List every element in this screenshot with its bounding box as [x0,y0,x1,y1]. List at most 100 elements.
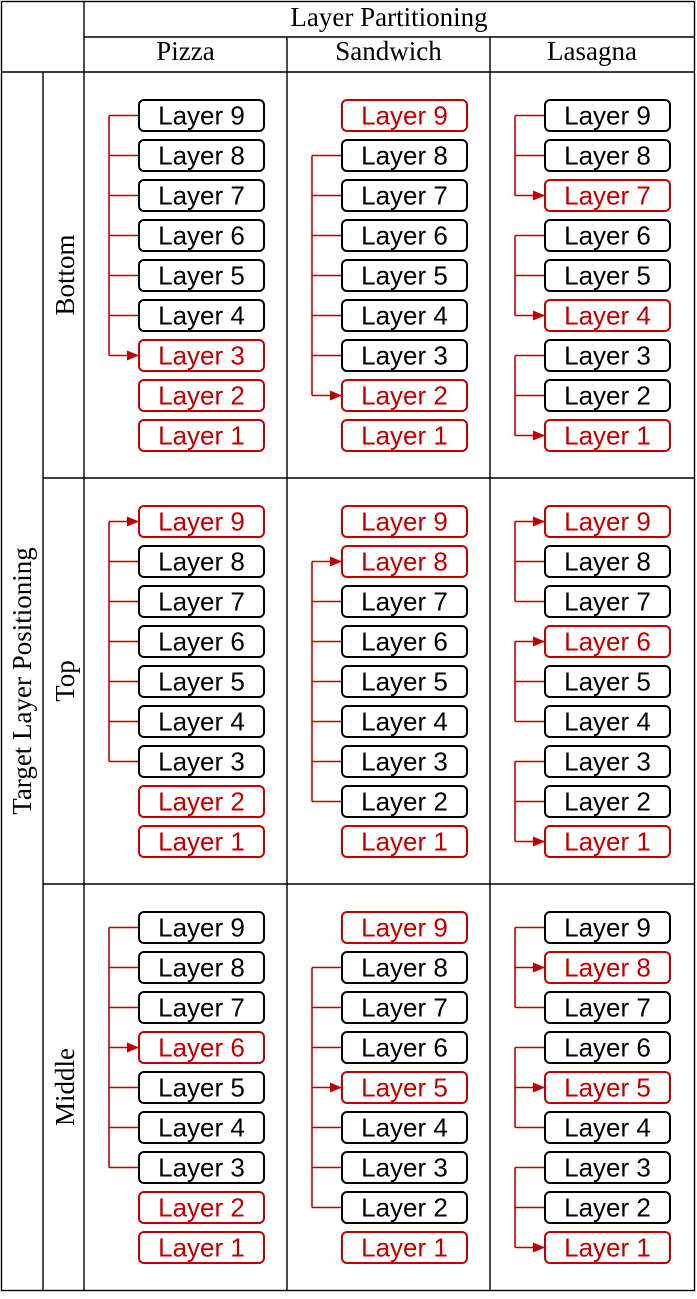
layer-box-outline [341,705,468,738]
layer-box: Layer 5 [138,1071,265,1104]
layer-box-outline [341,545,468,578]
layer-label: Layer 8 [361,141,448,171]
layer-box: Layer 8 [341,951,468,984]
layer-box: Layer 3 [341,745,468,778]
layer-label: Layer 8 [361,953,448,983]
layer-box-outline [544,1031,671,1064]
column-header-lasagna: Lasagna [547,36,637,66]
layer-box-outline [138,379,265,412]
layer-label: Layer 1 [158,421,245,451]
layer-box: Layer 9 [138,99,265,132]
layer-label: Layer 1 [158,1233,245,1263]
layer-box-outline [341,1031,468,1064]
layer-label: Layer 4 [158,707,245,737]
layer-box-outline [341,585,468,618]
layer-box-outline [138,1231,265,1264]
layer-label: Layer 7 [158,181,245,211]
layer-box-outline [341,379,468,412]
layer-label: Layer 7 [361,993,448,1023]
layer-box-outline [341,951,468,984]
layer-box-outline [138,259,265,292]
layer-box: Layer 3 [138,745,265,778]
layer-label: Layer 9 [158,101,245,131]
layer-label: Layer 9 [564,507,651,537]
layer-box-outline [341,99,468,132]
layer-label: Layer 8 [564,953,651,983]
target-layer-box: Layer 8 [341,545,468,578]
target-layer-box: Layer 2 [138,1191,265,1224]
layer-box-outline [544,665,671,698]
layer-box: Layer 4 [138,299,265,332]
layer-label: Layer 2 [361,787,448,817]
layer-box-outline [544,505,671,538]
layer-box: Layer 6 [138,625,265,658]
target-layer-box: Layer 1 [341,1231,468,1264]
layer-box: Layer 8 [544,545,671,578]
layer-box-outline [138,1151,265,1184]
layer-label: Layer 5 [158,261,245,291]
layer-label: Layer 3 [158,341,245,371]
layer-label: Layer 3 [361,341,448,371]
layer-label: Layer 3 [361,1153,448,1183]
layer-box-outline [544,625,671,658]
layer-box-outline [544,299,671,332]
layer-label: Layer 4 [158,1113,245,1143]
layer-label: Layer 2 [361,381,448,411]
layer-label: Layer 2 [564,381,651,411]
layer-box-outline [138,139,265,172]
layer-label: Layer 2 [158,787,245,817]
connector-group [514,926,545,1009]
row-group-title: Target Layer Positioning [7,547,37,815]
layer-box-outline [341,179,468,212]
connector-group [514,234,545,321]
diagram-cells: Layer 9 Layer 8 Layer 7 Layer 6 Layer 5 Layer… [108,99,671,1264]
target-layer-box: Layer 6 [138,1031,265,1064]
layer-box-outline [341,1111,468,1144]
layer-label: Layer 7 [564,181,651,211]
layer-box-outline [544,1111,671,1144]
target-layer-box: Layer 5 [341,1071,468,1104]
layer-box-outline [544,99,671,132]
layer-box: Layer 6 [341,219,468,252]
layer-label: Layer 8 [158,547,245,577]
layer-box-outline [341,1151,468,1184]
layer-label: Layer 9 [564,101,651,131]
target-layer-box: Layer 5 [544,1071,671,1104]
layer-box: Layer 4 [138,705,265,738]
layer-box: Layer 7 [544,991,671,1024]
target-layer-box: Layer 4 [544,299,671,332]
layer-box-outline [138,665,265,698]
layer-box-outline [341,505,468,538]
layer-box: Layer 5 [544,259,671,292]
layer-box-outline [138,1071,265,1104]
layer-box-outline [138,911,265,944]
layer-box-outline [341,1231,468,1264]
target-layer-box: Layer 1 [341,419,468,452]
target-layer-box: Layer 1 [544,1231,671,1264]
layer-box-outline [341,299,468,332]
layer-box-outline [341,1071,468,1104]
layer-label: Layer 4 [361,301,448,331]
layer-box: Layer 6 [544,1031,671,1064]
layer-label: Layer 9 [158,913,245,943]
layer-box-outline [138,179,265,212]
layer-box: Layer 2 [544,1191,671,1224]
connector-group [311,966,342,1209]
layer-label: Layer 1 [361,1233,448,1263]
layer-box-outline [544,139,671,172]
layer-box: Layer 3 [341,1151,468,1184]
layer-box: Layer 3 [341,339,468,372]
layer-box: Layer 7 [138,179,265,212]
connector-group [514,114,545,201]
layer-box-outline [138,339,265,372]
layer-box-outline [544,419,671,452]
layer-box: Layer 6 [138,219,265,252]
column-header-sandwich: Sandwich [335,36,442,66]
layer-box: Layer 8 [138,951,265,984]
connector-group [514,760,545,847]
layer-box: Layer 4 [544,1111,671,1144]
